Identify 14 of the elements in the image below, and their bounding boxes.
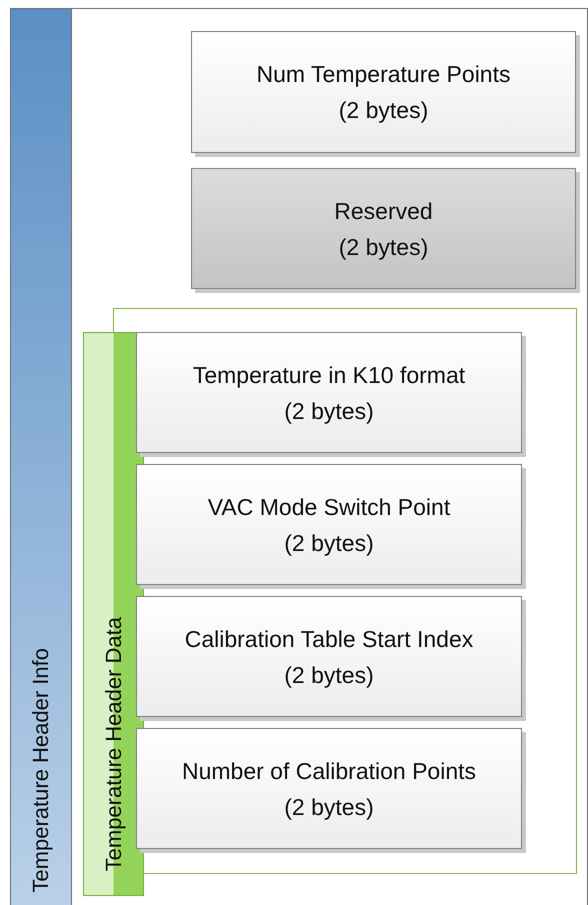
field-size: (2 bytes) [338, 96, 428, 125]
group-title: Temperature Header Info [28, 648, 54, 893]
field-name: Reserved [334, 196, 433, 226]
group-title: Temperature Header Data [100, 616, 126, 871]
field-name: VAC Mode Switch Point [208, 492, 450, 522]
field-name: Number of Calibration Points [182, 756, 476, 786]
field-size: (2 bytes) [284, 792, 374, 822]
field-name: Calibration Table Start Index [184, 624, 474, 654]
field-size: (2 bytes) [284, 396, 374, 426]
field-name: Temperature in K10 format [192, 360, 466, 390]
field-size: (2 bytes) [338, 232, 428, 262]
field-name: Num Temperature Points [256, 60, 510, 89]
field-size: (2 bytes) [284, 528, 374, 558]
field-size: (2 bytes) [284, 660, 374, 690]
